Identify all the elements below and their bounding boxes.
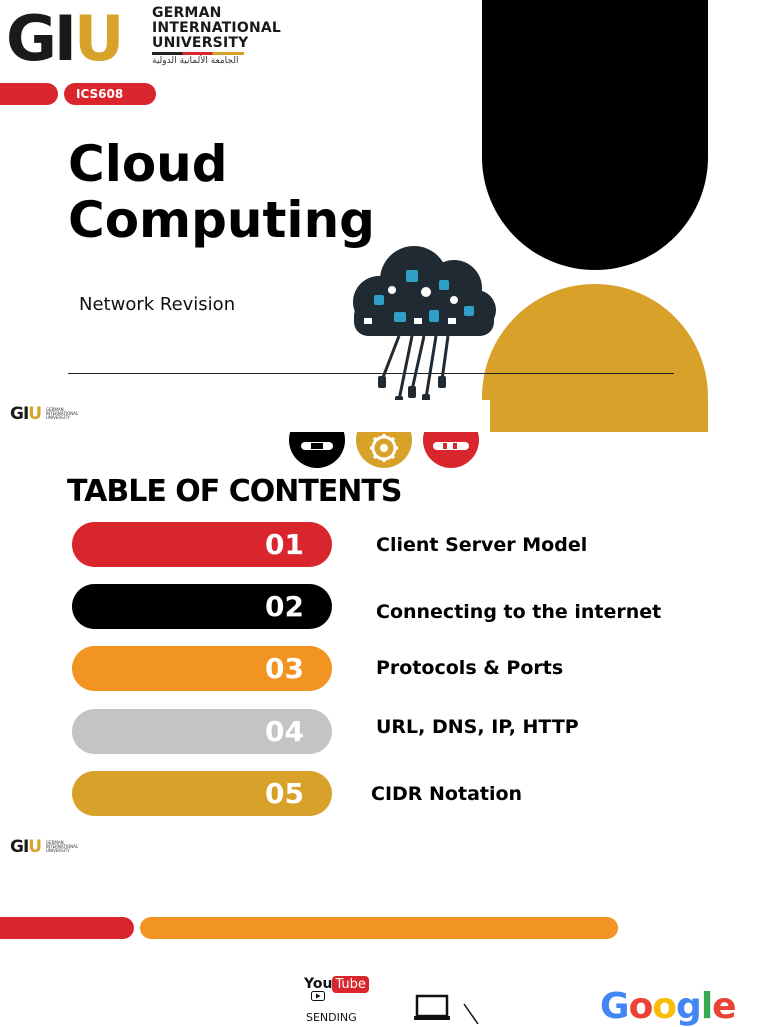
decorative-bottom-orange-bar <box>140 917 618 939</box>
youtube-tube: Tube <box>332 976 369 993</box>
logo-color-bar <box>152 52 244 55</box>
small-logo-text-2: GERMAN INTERNATIONAL UNIVERSITY <box>46 841 86 853</box>
course-code-badge: ICS608 <box>64 83 156 105</box>
google-letter-6: e <box>712 986 736 1027</box>
logo-letter-i: I <box>53 2 77 75</box>
small-logo-2-line-1: GERMAN <box>46 840 64 845</box>
logo-line-1: GERMAN <box>152 5 222 21</box>
small-logo-mark-2: GIU <box>10 837 42 857</box>
google-letter-2: o <box>628 986 654 1027</box>
google-letter-4: g <box>676 986 702 1027</box>
toc-label-1: Client Server Model <box>376 534 588 556</box>
small-giu-logo: GIU GERMAN INTERNATIONAL UNIVERSITY <box>10 404 78 424</box>
toc-label-2: Connecting to the internet <box>376 601 662 623</box>
title-line-2: Computing <box>68 191 375 249</box>
toc-number-3: 03 <box>72 646 332 691</box>
google-letter-3: o <box>652 986 677 1027</box>
toc-label-5: CIDR Notation <box>371 783 523 805</box>
small-logo-u: U <box>28 404 42 424</box>
toc-number-4: 04 <box>72 709 332 754</box>
play-icon <box>311 991 325 1001</box>
logo-line-3: UNIVERSITY <box>152 35 249 51</box>
giu-logo-mark: GIU <box>6 2 124 75</box>
small-giu-logo-2: GIU GERMAN INTERNATIONAL UNIVERSITY <box>10 837 78 857</box>
small-logo-line-3: UNIVERSITY <box>46 415 70 420</box>
toc-label-3: Protocols & Ports <box>376 657 564 679</box>
small-logo-line-1: GERMAN <box>46 407 64 412</box>
small-logo-line-2: INTERNATIONAL <box>46 411 79 416</box>
cloud-computing-icon <box>353 246 496 408</box>
small-logo-2-line-2: INTERNATIONAL <box>46 844 79 849</box>
logo-letter-g: G <box>6 2 57 75</box>
google-letter-5: l <box>700 986 713 1027</box>
toc-number-2: 02 <box>72 584 332 629</box>
sending-label: SENDING <box>306 1011 357 1024</box>
small-logo-gi-2: GI <box>10 837 29 857</box>
logo-letter-u: U <box>73 2 124 75</box>
divider-line <box>68 373 674 374</box>
small-logo-u-2: U <box>28 837 42 857</box>
toc-title: TABLE OF CONTENTS <box>67 474 402 509</box>
decorative-gold-shape <box>482 284 708 432</box>
cover-subtitle: Network Revision <box>79 294 236 315</box>
title-line-1: Cloud <box>68 135 228 193</box>
google-logo: Google <box>600 986 737 1027</box>
logo-line-2: INTERNATIONAL <box>152 20 282 36</box>
small-logo-text: GERMAN INTERNATIONAL UNIVERSITY <box>46 408 86 420</box>
toc-label-4: URL, DNS, IP, HTTP <box>376 716 579 738</box>
laptop-icon <box>414 994 479 1024</box>
logo-university-name: GERMAN INTERNATIONAL UNIVERSITY <box>152 6 281 51</box>
toc-number-1: 01 <box>72 522 332 567</box>
small-logo-mark: GIU <box>10 404 42 424</box>
small-logo-gi: GI <box>10 404 29 424</box>
google-letter-1: G <box>600 986 630 1027</box>
circle-mask <box>280 400 490 432</box>
logo-arabic-name: الجامعة الألمانية الدولية <box>152 56 239 66</box>
youtube-you: You <box>304 976 333 992</box>
toc-number-5: 05 <box>72 771 332 816</box>
small-logo-2-line-3: UNIVERSITY <box>46 848 70 853</box>
decorative-black-shape <box>482 0 708 270</box>
decorative-red-pill <box>0 83 58 105</box>
decorative-bottom-red-bar <box>0 917 134 939</box>
cover-title: Cloud Computing <box>68 136 375 248</box>
